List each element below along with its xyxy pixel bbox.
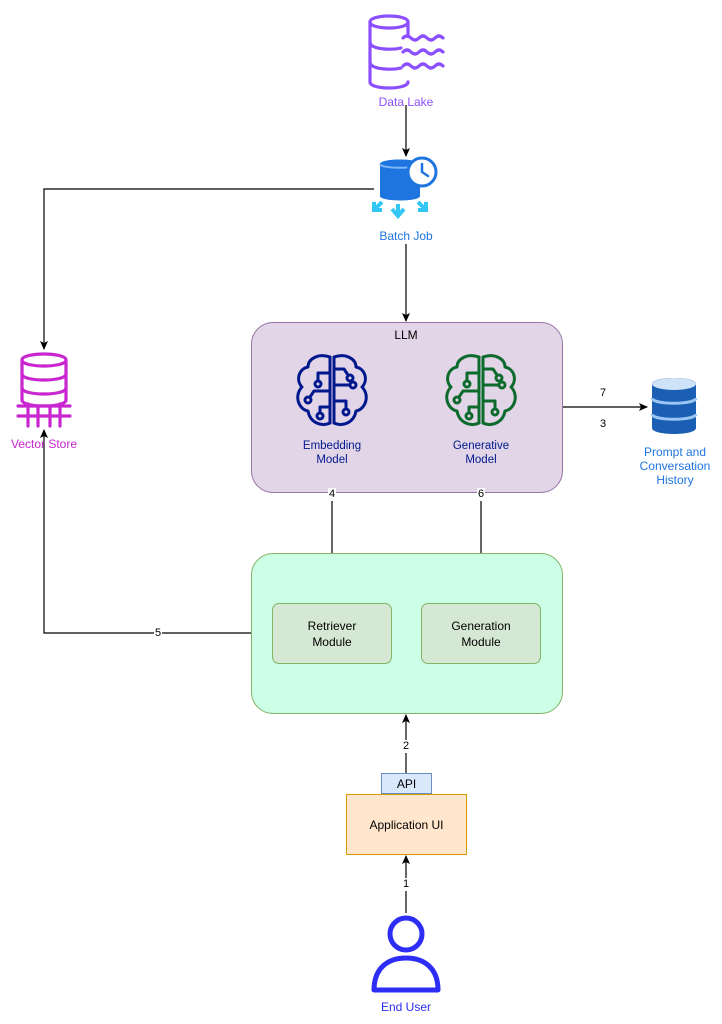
edge-label-4: 4 — [328, 488, 337, 501]
application-ui-box[interactable]: Application UI — [346, 794, 467, 855]
application-ui-label: Application UI — [369, 817, 444, 832]
data-lake-icon — [368, 14, 445, 90]
edge-label-3: 3 — [599, 418, 608, 431]
end-user-label: End User — [380, 1000, 432, 1014]
edge-label-2: 2 — [402, 740, 411, 753]
edge-label-7: 7 — [599, 387, 608, 400]
llm-label: LLM — [394, 328, 418, 342]
edge-label-6: 6 — [477, 488, 486, 501]
vector-database-icon — [16, 352, 72, 428]
retriever-module-label: Retriever Module — [307, 618, 357, 649]
embedding-brain-icon — [296, 354, 368, 426]
history-label: Prompt and Conversation History — [639, 445, 711, 487]
edge-label-1: 1 — [402, 878, 411, 891]
generative-brain-icon — [445, 354, 517, 426]
generation-module-label: Generation Module — [451, 618, 511, 649]
user-icon — [371, 915, 441, 993]
api-box[interactable]: API — [381, 773, 432, 794]
retriever-module[interactable]: Retriever Module — [272, 603, 392, 664]
batch-clock-icon — [372, 156, 438, 220]
api-label: API — [396, 776, 417, 791]
generative-model-label: Generative Model — [452, 440, 510, 466]
edge-batch-to-vectorstore — [40, 188, 374, 350]
batch-job-label: Batch Job — [379, 229, 433, 243]
edge-retriever-to-vectorstore — [40, 429, 272, 634]
history-database-icon — [650, 378, 698, 434]
data-lake-label: Data Lake — [378, 95, 434, 109]
embedding-model-label: Embedding Model — [302, 440, 362, 466]
generation-module[interactable]: Generation Module — [421, 603, 541, 664]
edge-label-5: 5 — [154, 627, 163, 640]
vector-store-label: Vector Store — [10, 437, 78, 451]
